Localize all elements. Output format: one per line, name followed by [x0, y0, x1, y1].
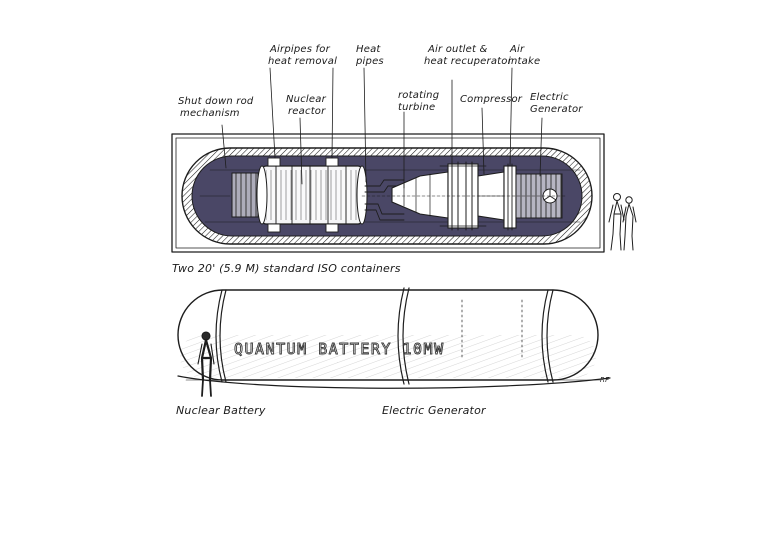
- label-shutdown-rod-line1: Shut down rod: [178, 96, 254, 107]
- label-rotating-turbine-line1: rotating: [398, 90, 439, 101]
- capsule-stencil-label: QUANTUM BATTERY 10MW: [234, 340, 445, 358]
- label-air-outlet-line1: Air outlet &: [427, 44, 488, 55]
- label-nuclear-reactor-line2: reactor: [288, 106, 326, 117]
- leader-lines: [221, 67, 543, 189]
- air-intake: [503, 163, 517, 231]
- label-heat-pipes-line1: Heat: [356, 44, 381, 55]
- label-heat-pipes-line2: pipes: [355, 56, 384, 67]
- label-compressor: Compressor: [460, 94, 523, 105]
- label-nuclear-reactor-line1: Nuclear: [286, 94, 327, 105]
- label-shutdown-rod-line2: mechanism: [180, 108, 240, 119]
- shutdown-rod-mechanism: [231, 172, 265, 218]
- label-air-outlet-line2: heat recuperator: [424, 56, 513, 67]
- label-airpipes-line1: Airpipes for: [269, 44, 331, 55]
- human-figures-scale: [608, 193, 637, 251]
- caption-iso-containers: Two 20' (5.9 M) standard ISO containers: [172, 262, 401, 275]
- artist-signature: RF: [600, 376, 610, 384]
- label-airpipes-line2: heat removal: [268, 56, 337, 67]
- caption-electric-generator: Electric Generator: [382, 404, 487, 417]
- capsule-exterior-view: QUANTUM BATTERY 10MW RF: [177, 287, 611, 389]
- iso-container-outline: [171, 133, 605, 253]
- container-section-view: Airpipes for heat removal Heat pipes Air…: [171, 44, 605, 275]
- ground-shadow: [177, 375, 611, 389]
- label-air-intake-line1: Air: [509, 44, 525, 55]
- label-electric-generator-line1: Electric: [530, 92, 569, 103]
- capsule-segment-bands: [215, 287, 554, 385]
- label-electric-generator-line2: Generator: [530, 104, 583, 115]
- label-air-intake-line2: intake: [508, 56, 540, 67]
- nuclear-reactor-body: [256, 165, 368, 225]
- rotating-turbine: [391, 171, 449, 219]
- caption-nuclear-battery: Nuclear Battery: [176, 404, 266, 417]
- human-figure-bottom: [197, 331, 215, 397]
- label-rotating-turbine-line2: turbine: [398, 102, 435, 113]
